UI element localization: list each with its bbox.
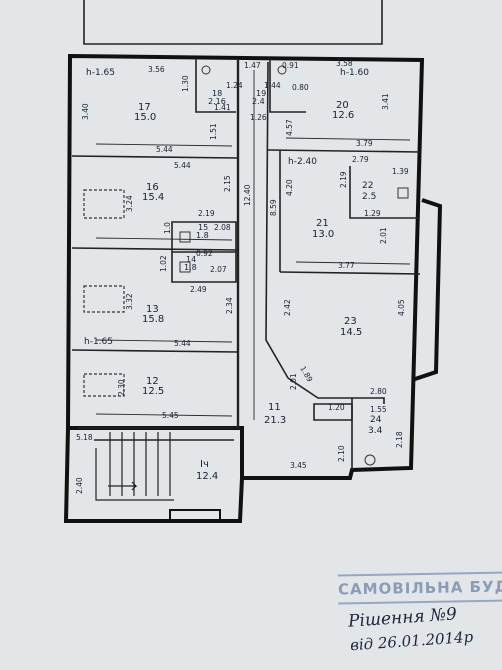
dimension-label: 2.34: [225, 297, 234, 314]
dimension-label: 1.26: [250, 113, 267, 122]
dimension-label: 3.45: [290, 461, 307, 470]
room-18-number: 18: [212, 89, 222, 98]
room-20-number: 20: [336, 100, 349, 111]
dimension-label: 2.01: [289, 373, 298, 390]
room-18-area: 2.16: [208, 97, 226, 106]
dimension-label: 0.80: [292, 83, 309, 92]
upper-sheet-edge: [83, 0, 383, 45]
dimension-label: 2.80: [370, 387, 387, 396]
dimension-label: 3.58: [336, 59, 353, 68]
dimension-label: 3.24: [125, 195, 134, 212]
dimension-label: 2.40: [75, 477, 84, 494]
room-24-number: 24: [370, 415, 382, 425]
dimension-label: 2.01: [379, 227, 388, 244]
room-16-number: 16: [146, 182, 159, 193]
room-stair-area: 12.4: [196, 471, 218, 482]
dimension-label: 3.32: [125, 293, 134, 310]
dimension-label: 3.41: [381, 93, 390, 110]
dimension-label: 5.44: [174, 161, 191, 170]
dimension-label: 1.47: [244, 61, 261, 70]
room-12-number: 12: [146, 376, 159, 387]
room-19-number: 19: [256, 89, 266, 98]
room-24-area: 3.4: [368, 426, 383, 436]
height-mark: h-2.40: [288, 157, 317, 167]
dimension-label: 12.40: [243, 184, 252, 206]
dimension-label: 2.18: [395, 431, 404, 448]
dimension-label: 1.39: [392, 167, 409, 176]
dimension-lines: [95, 70, 411, 420]
interior-walls: [71, 58, 421, 470]
room-22-number: 22: [362, 181, 373, 191]
dimension-label: 4.57: [285, 119, 294, 136]
room-14-number: 14: [186, 255, 196, 264]
stamp: САМОВІЛЬНА БУД: [337, 571, 502, 605]
dimension-label: 2.42: [283, 299, 292, 316]
dimension-label: 2.15: [223, 175, 232, 192]
dimension-label: 1.55: [370, 405, 387, 414]
room-13-area: 15.8: [142, 314, 164, 325]
room-11-area: 21.3: [264, 415, 286, 426]
window-marks: [83, 189, 125, 397]
room-17-number: 17: [138, 102, 151, 113]
room-22-area: 2.5: [362, 192, 376, 202]
dimension-label: 2.30: [117, 379, 126, 396]
staircase: [95, 432, 174, 501]
dimension-label: 2.19: [198, 209, 215, 218]
room-16-area: 15.4: [142, 192, 164, 203]
room-23-number: 23: [344, 316, 357, 327]
entrance-steps: [169, 509, 221, 523]
room-14-area: 1.8: [184, 263, 197, 272]
height-mark: h-1.65: [84, 337, 113, 347]
dimension-label: 5.45: [162, 411, 179, 420]
dimension-label: 1.02: [159, 255, 168, 272]
dimension-label: 3.40: [81, 103, 90, 120]
room-13-number: 13: [146, 304, 159, 315]
height-mark: h-1.60: [340, 68, 369, 78]
height-mark: h-1.65: [86, 68, 115, 78]
dimension-label: 1.44: [264, 81, 281, 90]
room-stair-number: Іч: [200, 459, 209, 470]
room-21-area: 13.0: [312, 229, 334, 240]
dimension-label: 2.49: [190, 285, 207, 294]
room-11-number: 11: [268, 402, 281, 413]
dimension-label: 3.56: [148, 65, 165, 74]
dimension-label: 4.05: [397, 299, 406, 316]
dimension-label: 1.51: [209, 123, 218, 140]
dimension-label: 2.19: [339, 171, 348, 188]
dimension-label: 2.79: [352, 155, 369, 164]
dimension-label: 1.0: [163, 222, 172, 234]
dimension-label: 1.30: [181, 75, 190, 92]
dimension-label: 1.41: [214, 103, 231, 112]
dimension-label: 0.92: [196, 249, 213, 258]
dimension-label: 5.44: [174, 339, 191, 348]
dimension-label: 1.24: [226, 81, 243, 90]
room-20-area: 12.6: [332, 110, 354, 121]
dimension-label: 2.07: [210, 265, 227, 274]
room-15-number: 15: [198, 223, 208, 232]
room-17-area: 15.0: [134, 112, 156, 123]
dimension-label: 2.10: [337, 445, 346, 462]
dimension-label: 2.08: [214, 223, 231, 232]
dimension-label: 4.20: [285, 179, 294, 196]
dimension-label: 5.18: [76, 433, 93, 442]
dimension-label: 1.29: [364, 209, 381, 218]
dimension-label: 8.59: [269, 199, 278, 216]
room-21-number: 21: [316, 218, 329, 229]
sanitary-fixtures: [179, 65, 409, 466]
room-12-area: 12.5: [142, 386, 164, 397]
dimension-label: 3.77: [338, 261, 355, 270]
room-15-area: 1.8: [196, 231, 209, 240]
dimension-label: 1.20: [328, 403, 345, 412]
dimension-label: 5.44: [156, 145, 173, 154]
dimension-label: 3.79: [356, 139, 373, 148]
dimension-label: 0.91: [282, 61, 299, 70]
room-23-area: 14.5: [340, 327, 362, 338]
room-19-area: 2.4: [252, 97, 265, 106]
